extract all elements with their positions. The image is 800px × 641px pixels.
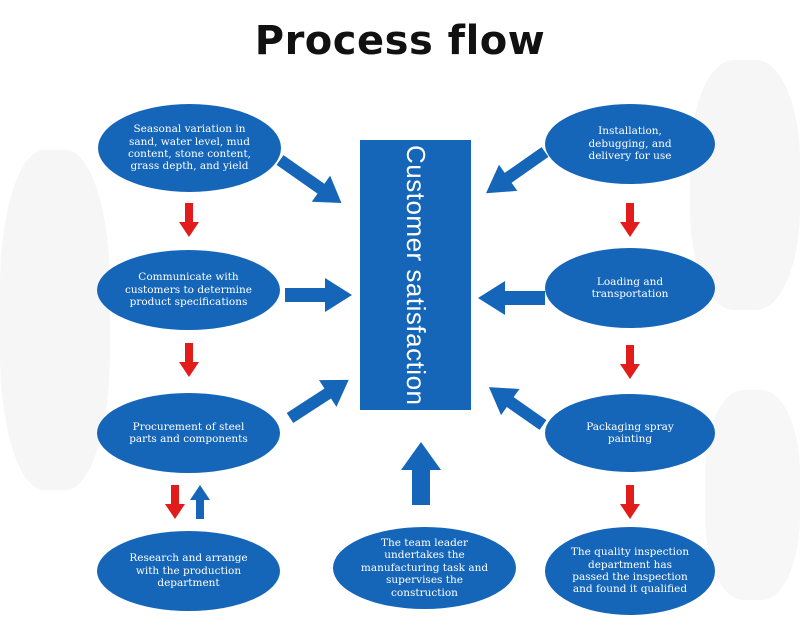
red-arrow-down-6 — [620, 485, 640, 519]
red-arrow-down-3 — [165, 485, 185, 519]
red-arrow-down-5 — [620, 345, 640, 379]
blue-arrow-procurement-to-center — [286, 379, 349, 424]
node-team-leader: The team leader undertakes the manufactu… — [333, 527, 516, 609]
node-research-arrange: Research and arrange with the production… — [97, 531, 280, 611]
customer-satisfaction-box: Customer satisfaction — [360, 140, 471, 410]
blue-arrow-loading-to-center — [478, 281, 545, 315]
node-procurement: Procurement of steel parts and component… — [97, 393, 280, 473]
node-seasonal-variation: Seasonal variation in sand, water level,… — [98, 104, 281, 192]
blue-arrow-seasonal-to-center — [276, 155, 342, 204]
background-map-shape-right — [690, 60, 800, 310]
blue-arrow-up-small — [190, 485, 210, 519]
node-loading-transportation: Loading and transportation — [545, 248, 715, 328]
background-map-shape-lower-right — [705, 390, 800, 600]
blue-arrow-communicate-to-center — [285, 278, 352, 312]
red-arrow-down-2 — [179, 343, 199, 377]
blue-arrow-installation-to-center — [486, 147, 549, 194]
page-title: Process flow — [254, 18, 546, 64]
blue-arrow-packaging-to-center — [488, 387, 547, 430]
node-installation: Installation, debugging, and delivery fo… — [545, 104, 715, 184]
node-communicate-customers: Communicate with customers to determine … — [97, 250, 280, 330]
red-arrow-down-4 — [620, 203, 640, 237]
blue-arrow-team-leader-to-center — [401, 442, 441, 505]
red-arrow-down-1 — [179, 203, 199, 237]
node-packaging: Packaging spray painting — [545, 394, 715, 472]
background-map-shape-left — [0, 150, 110, 490]
node-quality-inspection: The quality inspection department has pa… — [545, 527, 715, 615]
customer-satisfaction-label: Customer satisfaction — [401, 144, 431, 406]
